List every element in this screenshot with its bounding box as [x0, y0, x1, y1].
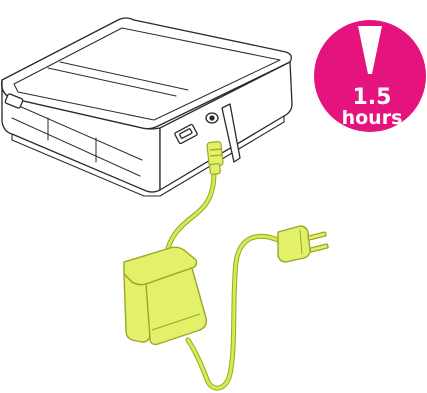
plug-prong-top: [307, 231, 327, 241]
usb-port-inner: [178, 128, 193, 139]
adapter-front: [123, 273, 151, 343]
timer-badge: 1.5 hours: [314, 20, 426, 132]
dc-connector-icon: [206, 141, 224, 175]
printer-lid-seam: [47, 61, 189, 97]
dc-jack-pin: [209, 115, 215, 121]
wall-plug-icon: [277, 225, 329, 263]
printer-side-flap: [221, 103, 241, 163]
badge-clock-hand-icon: [358, 26, 382, 74]
power-cable: [163, 169, 281, 391]
badge-unit: hours: [342, 107, 403, 129]
printer-front-lines: [9, 101, 143, 177]
printer-device-icon: [1, 17, 293, 197]
badge-value: 1.5: [353, 85, 392, 110]
plug-prong-bottom: [309, 243, 329, 253]
printer-front-slot: [4, 93, 24, 109]
badge-circle: [314, 20, 426, 132]
adapter-side: [145, 267, 208, 346]
adapter-side-shade: [151, 313, 201, 331]
printer-bottom-edge: [11, 115, 285, 197]
power-adapter-icon: [123, 246, 208, 346]
printer-top-inset: [13, 27, 281, 121]
